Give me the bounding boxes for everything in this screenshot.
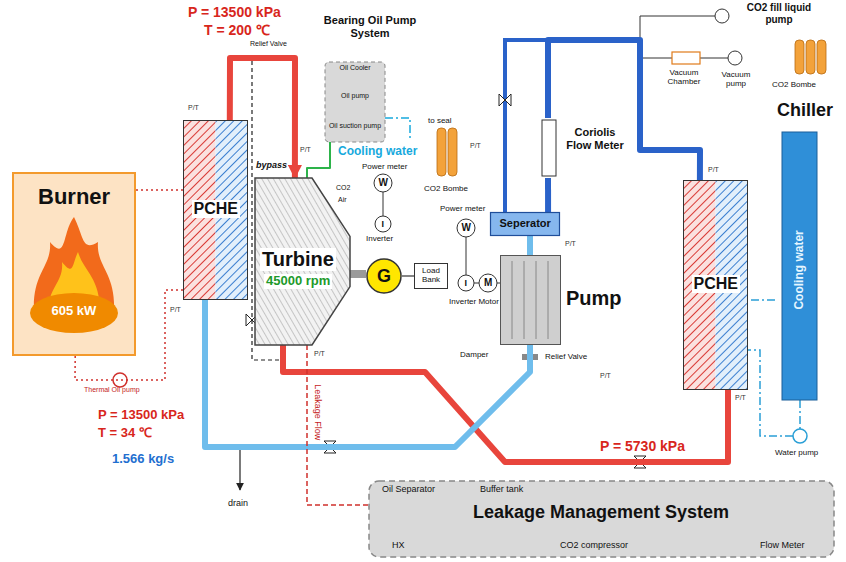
diagram-label: CO2 compressor <box>560 540 628 550</box>
diagram-label: P/T <box>170 306 181 314</box>
diagram-label: Thermal Oil pump <box>84 386 140 394</box>
diagram-label: Inverter Motor <box>446 297 502 306</box>
flow-label: Leakage Flow <box>313 382 323 442</box>
pipe-line <box>402 275 414 276</box>
diagram-label: P = 5730 kPa <box>600 438 685 454</box>
load-bank: Load Bank <box>414 263 448 289</box>
diagram-label: Oil Separator <box>382 484 435 494</box>
diagram-label: P = 13500 kPa <box>188 4 281 20</box>
diagram-label: Vacuum Chamber <box>660 68 708 86</box>
diagram-label: CO2 Bombe <box>424 184 468 193</box>
heat-exchanger: PCHE <box>683 180 748 390</box>
diagram-label: Vacuum pump <box>716 70 756 88</box>
diagram-label: HX <box>392 540 405 550</box>
node-text: Leakage Management System <box>473 502 729 523</box>
diagram-label: W <box>379 177 388 189</box>
diagram-label: Damper <box>460 350 488 359</box>
pipe-line <box>205 300 530 447</box>
turbine: Turbine 45000 rpm <box>255 178 350 345</box>
pipe-line <box>527 236 533 255</box>
diagram-label: P/T <box>188 104 199 112</box>
chiller: ChillerCooling water <box>775 100 835 400</box>
diagram-label: P/T <box>300 146 311 154</box>
pipe-line <box>545 178 551 212</box>
diagram-label: Relief Valve <box>250 40 287 48</box>
diagram-label: Power meter <box>440 204 485 213</box>
diagram-label: Water pump <box>775 448 818 457</box>
node-text: Pump <box>566 287 622 310</box>
diagram-label: Air <box>338 196 347 204</box>
diagram-label: P/T <box>708 166 719 174</box>
diagram-label: Flow Meter <box>760 540 805 550</box>
flow-meter: Coriolis Flow Meter <box>540 118 630 178</box>
node-text: Load Bank <box>415 266 447 284</box>
node-text: Seperator <box>500 217 551 230</box>
node-text: G <box>377 266 391 287</box>
diagram-label: T = 200 ℃ <box>204 22 270 38</box>
node-text: Bearing Oil Pump System <box>320 14 420 39</box>
node-text: Cooling water <box>793 230 807 309</box>
diagram-label: Oil suction pump <box>325 122 385 130</box>
diagram-label: P/T <box>735 394 746 402</box>
diagram-label: Buffer tank <box>480 484 523 494</box>
heat-exchanger: PCHE <box>183 120 248 300</box>
diagram-label: Relief Valve <box>545 352 587 361</box>
pump: Pump <box>500 255 625 345</box>
diagram-label: to seal <box>428 116 452 125</box>
burner-box: Burner 605 kW <box>12 172 136 356</box>
pipe-line <box>350 270 366 278</box>
diagram-label: P/T <box>600 372 611 380</box>
pipe-line <box>748 299 775 301</box>
diagram-label: Cooling water <box>338 145 417 159</box>
diagram-label: drain <box>228 498 248 508</box>
node-text: Coriolis Flow Meter <box>561 126 629 151</box>
diagram-label: CO2 fill liquid pump <box>738 2 820 25</box>
node-text: Burner <box>38 184 110 209</box>
diagram-label: P/T <box>565 240 576 248</box>
separator: Seperator <box>490 212 560 236</box>
diagram-label: P/T <box>314 350 325 358</box>
diagram-label: T = 34 ℃ <box>98 426 152 441</box>
diagram-label: Inverter <box>366 234 393 243</box>
pipe-line <box>548 40 700 180</box>
diagram-label: M <box>484 277 492 289</box>
pipe-line <box>307 345 368 505</box>
diagram-label: I <box>465 278 468 288</box>
node-text: Chiller <box>777 100 833 121</box>
diagram-label: P = 13500 kPa <box>98 408 184 423</box>
diagram-label: CO2 Bombe <box>772 80 816 89</box>
diagram-label: Oil Cooler <box>325 64 385 72</box>
node-text: 605 kW <box>52 304 97 319</box>
node-text: PCHE <box>692 275 740 293</box>
diagram-label: 1.566 kg/s <box>112 452 174 467</box>
generator: G <box>366 258 402 294</box>
diagram-label: Oil pump <box>325 92 385 100</box>
node-text: Turbine <box>260 248 336 271</box>
pipe-line <box>136 189 183 191</box>
diagram-label: P/T <box>470 142 481 150</box>
diagram-label: CO2 <box>336 184 350 192</box>
diagram-label: I <box>382 219 385 229</box>
diagram-label: W <box>462 222 471 234</box>
diagram-label: bypass <box>256 160 287 170</box>
node-text: PCHE <box>192 200 240 218</box>
node-text: 45000 rpm <box>264 274 332 289</box>
diagram-label: Power meter <box>362 162 407 171</box>
